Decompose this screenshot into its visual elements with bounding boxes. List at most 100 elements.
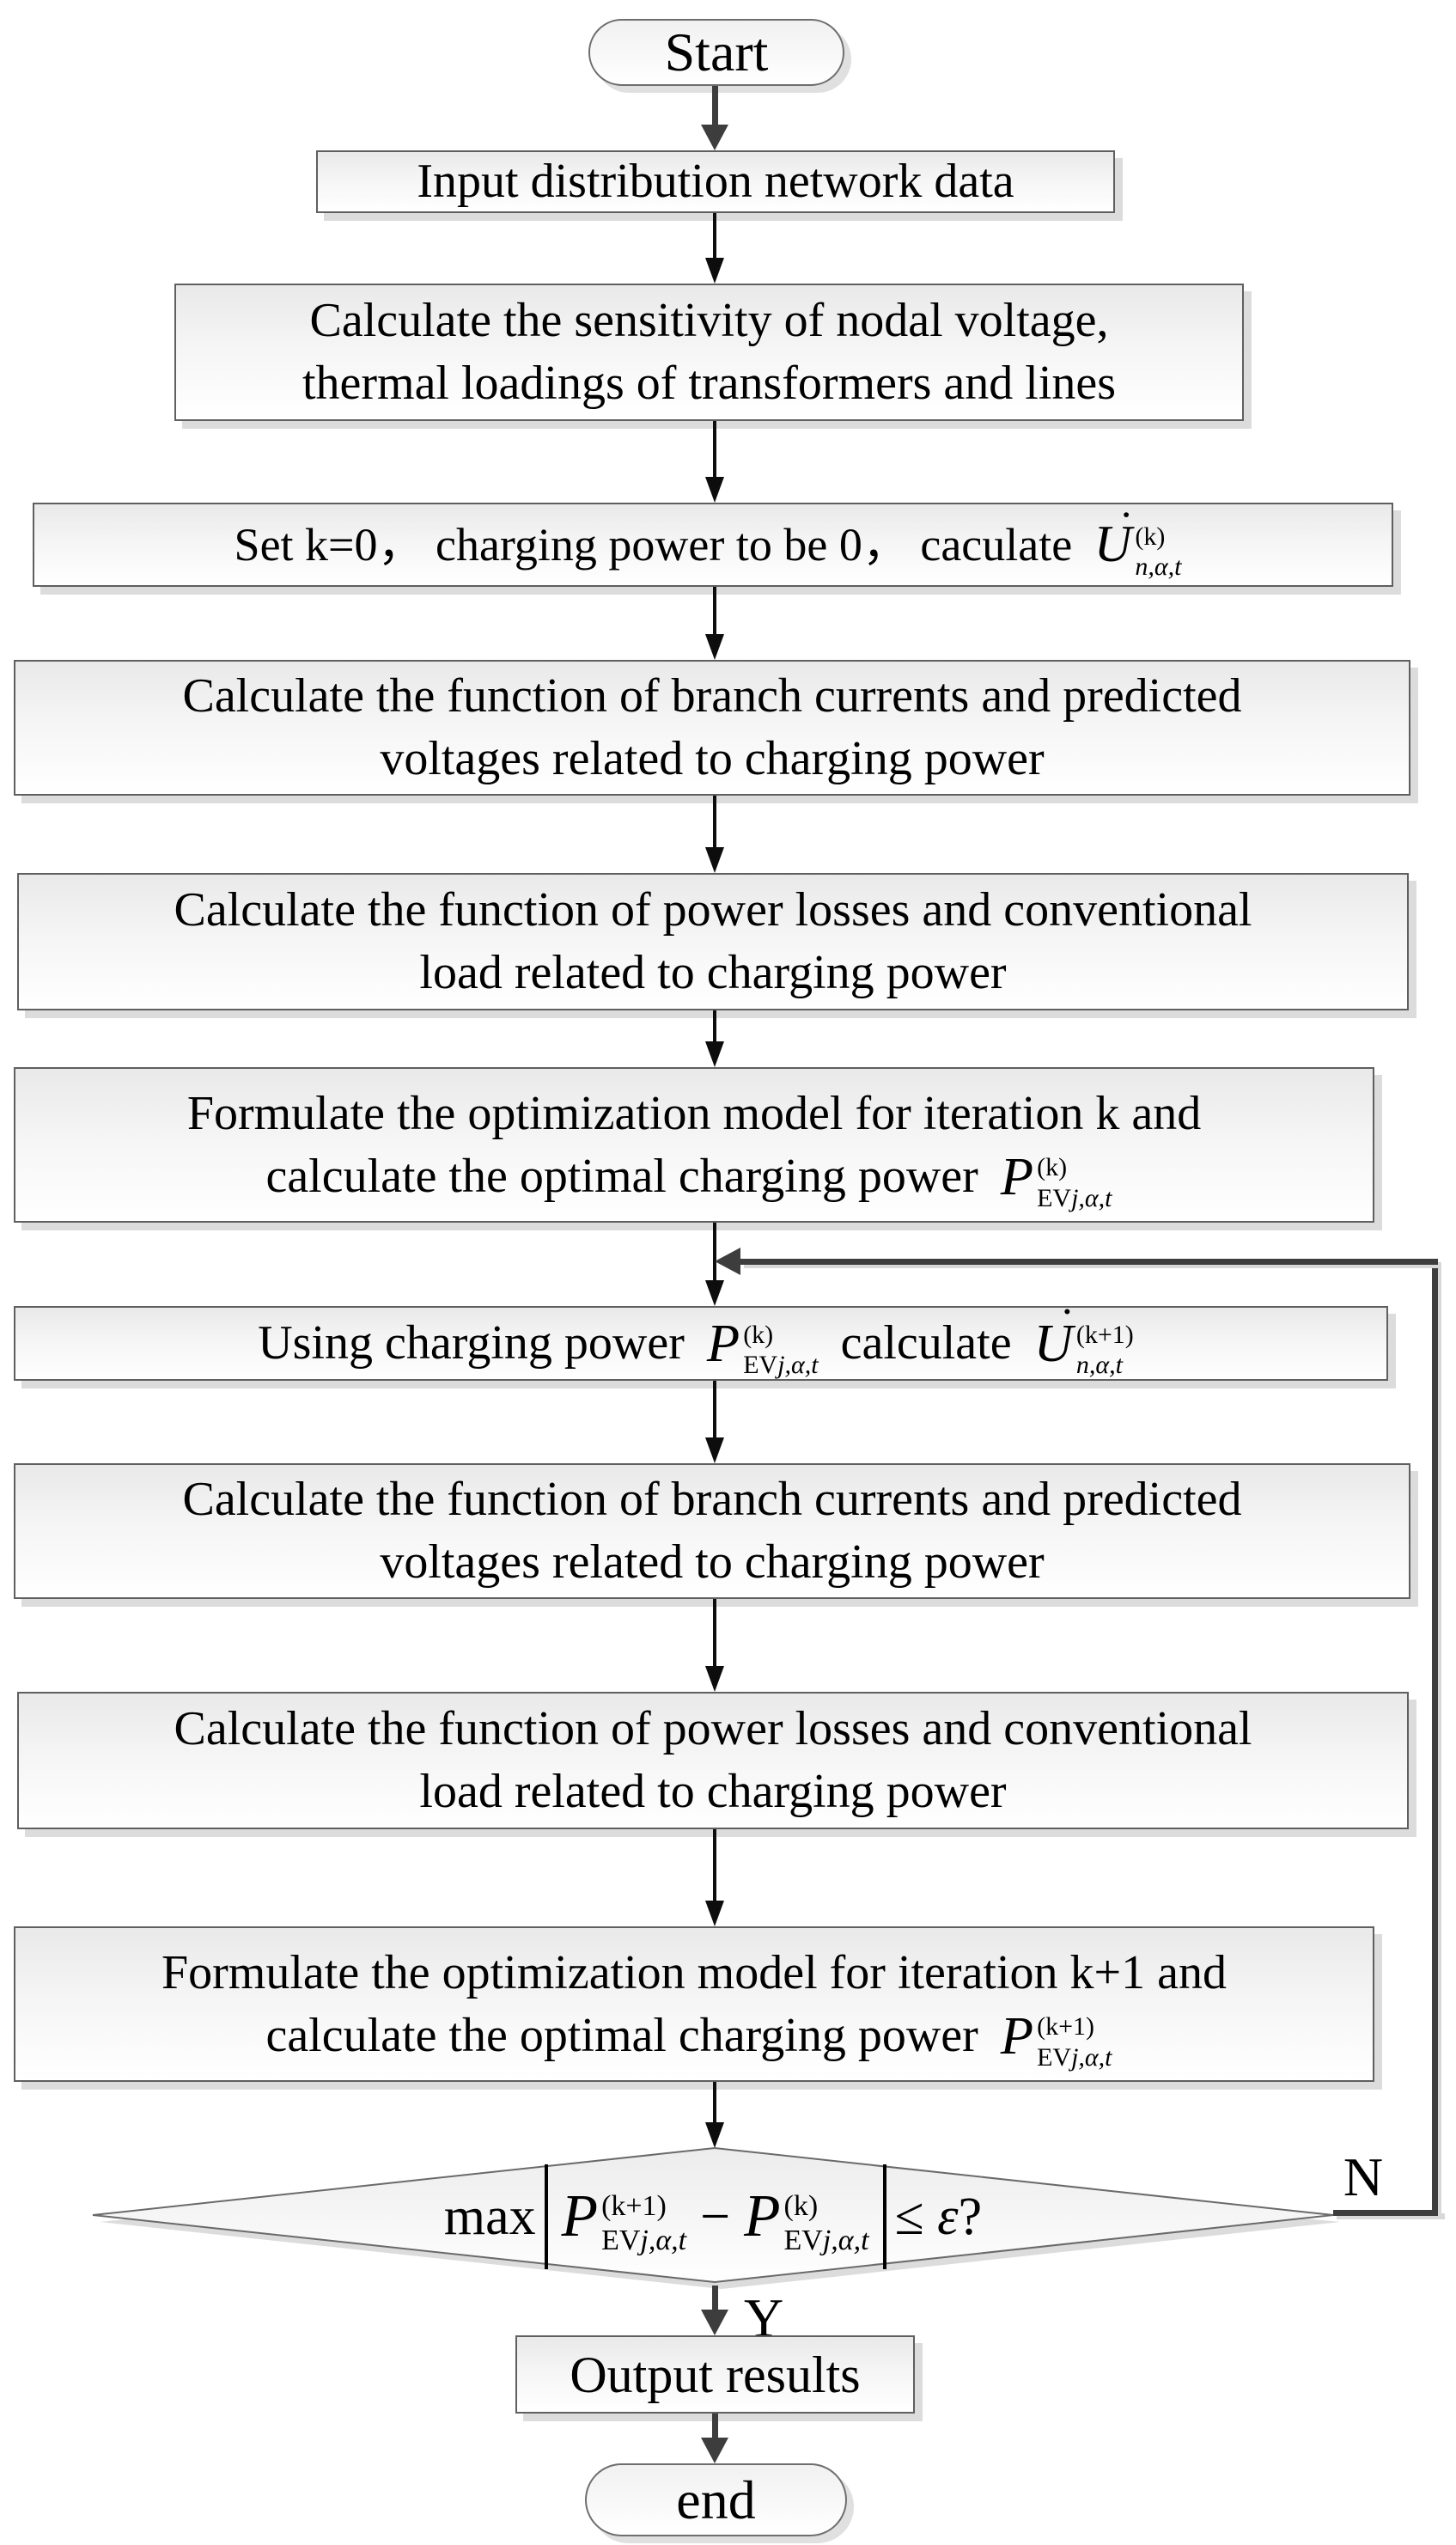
process-text-line1: Calculate the function of branch current… [182, 1473, 1242, 1527]
decision-diamond-shape [92, 2146, 1340, 2289]
process-text-line1: Formulate the optimization model for ite… [186, 1086, 1202, 1140]
process-text-line2: voltages related to charging power [380, 1535, 1045, 1589]
formula-base-p: P [706, 1313, 740, 1374]
process-text: Set k=0， charging power to be 0， caculat… [234, 518, 1084, 571]
formula-base-u: U [1033, 1313, 1073, 1374]
formula-dot: ˙ [1058, 1299, 1075, 1353]
formula-u-k1: U˙(k+1)n,α,t [1033, 1302, 1134, 1379]
formula-p-k1: P(k+1)EVj,α,t [561, 2183, 687, 2256]
arrow-branch1-to-losses1-line [713, 796, 716, 849]
arrow-using-to-branch2-head [705, 1437, 724, 1463]
formula-sub-italic: j,α,t [822, 2225, 869, 2256]
formula-sup: (k+1) [1075, 1320, 1134, 1349]
process-set-k0: Set k=0， charging power to be 0， caculat… [33, 503, 1393, 587]
formula-sup: (k) [743, 1320, 774, 1349]
process-text-line2: calculate the optimal charging power [265, 1149, 990, 1203]
process-text: Output results [570, 2346, 861, 2403]
formula-sub-italic: j,α,t [640, 2225, 687, 2256]
terminal-end-label: end [676, 2469, 756, 2530]
terminal-start: Start [588, 19, 844, 86]
decision-max: max [443, 2187, 536, 2246]
process-input-network-data: Input distribution network data [316, 150, 1115, 213]
terminal-start-label: Start [664, 21, 769, 83]
feedback-line-bottom [1333, 2210, 1441, 2216]
process-text: Input distribution network data [417, 155, 1014, 209]
arrow-formulatek1-to-decision-head [705, 2122, 724, 2148]
feedback-arrow-head [715, 1248, 740, 1275]
process-text-line1: Calculate the function of power losses a… [174, 883, 1252, 937]
label-no: N [1343, 2146, 1384, 2207]
arrow-decision-to-output-line [712, 2286, 718, 2311]
formula-p-k: P(k)EVj,α,t [1000, 1145, 1112, 1211]
formula-base-p: P [561, 2183, 599, 2250]
process-text-line2: voltages related to charging power [380, 732, 1045, 785]
arrow-start-to-input-line [712, 86, 718, 127]
decision-question: ? [958, 2187, 983, 2246]
arrow-branch2-to-losses2-head [705, 1666, 724, 1692]
arrow-losses2-to-formulatek1-line [713, 1829, 716, 1902]
terminal-end: end [585, 2463, 847, 2536]
arrow-start-to-input-head [701, 125, 728, 150]
formula-sub-italic: j,α,t [777, 1351, 819, 1380]
arrow-losses1-to-formulatek-head [705, 1041, 724, 1067]
formula-sup: (k+1) [601, 2190, 667, 2223]
process-text-line1: Calculate the sensitivity of nodal volta… [309, 294, 1109, 348]
decision-minus: − [700, 2187, 731, 2246]
formula-base-p: P [1000, 2005, 1034, 2066]
process-calc-branch-currents-2: Calculate the function of branch current… [14, 1463, 1410, 1599]
arrow-output-to-end-head [701, 2438, 728, 2463]
formula-base-u: U [1094, 515, 1132, 573]
arrow-input-to-sensitivity-head [705, 258, 724, 284]
process-text-line1: Formulate the optimization model for ite… [161, 1945, 1227, 1999]
process-calc-power-losses-2: Calculate the function of power losses a… [17, 1692, 1409, 1829]
arrow-branch1-to-losses1-head [705, 847, 724, 873]
process-output-results: Output results [515, 2335, 915, 2414]
feedback-line-right [1432, 1259, 1438, 2216]
process-text-line1: Calculate the function of branch current… [182, 669, 1242, 723]
formula-sub-roman: EV [1037, 2042, 1072, 2072]
formula-p-k: P(k)EVj,α,t [744, 2183, 869, 2256]
process-calc-sensitivity: Calculate the sensitivity of nodal volta… [174, 284, 1244, 421]
arrow-formulatek1-to-decision-line [713, 2082, 716, 2124]
formula-sup: (k+1) [1037, 2012, 1094, 2041]
process-text-line2: load related to charging power [419, 946, 1007, 999]
process-calc-power-losses-1: Calculate the function of power losses a… [17, 873, 1409, 1010]
abs-bar-right [882, 2164, 886, 2269]
process-formulate-model-k1: Formulate the optimization model for ite… [14, 1926, 1374, 2082]
process-text-line2: thermal loadings of transformers and lin… [302, 357, 1117, 410]
formula-sub-italic: j,α,t [1071, 1183, 1112, 1212]
formula-base-p: P [1000, 1145, 1034, 1206]
formula-sub-roman: EV [743, 1351, 778, 1380]
arrow-sensitivity-to-setk0-head [705, 477, 724, 503]
formula-sub-italic: j,α,t [1071, 2042, 1112, 2072]
arrow-decision-to-output-head [701, 2310, 728, 2335]
formula-sub: n,α,t [1075, 1351, 1123, 1380]
feedback-line-top [740, 1259, 1438, 1265]
decision-epsilon: ε [937, 2187, 959, 2246]
arrow-setk0-to-branch1-head [705, 634, 724, 660]
arrow-output-to-end-line [712, 2414, 718, 2439]
formula-sub-roman: EV [783, 2225, 823, 2256]
formula-p-k1: P(k+1)EVj,α,t [1000, 2005, 1112, 2071]
process-using-charging-power: Using charging power P(k)EVj,α,t calcula… [14, 1302, 1388, 1381]
arrow-using-to-branch2-line [713, 1381, 716, 1439]
arrow-branch2-to-losses2-line [713, 1599, 716, 1668]
process-formulate-model-k: Formulate the optimization model for ite… [14, 1067, 1374, 1223]
formula-sub: n,α,t [1135, 552, 1182, 581]
formula-u-k: U˙(k)n,α,t [1094, 504, 1182, 580]
arrow-sensitivity-to-setk0-line [713, 421, 716, 479]
decision-leq: ≤ [894, 2187, 938, 2246]
process-text-line2: calculate the optimal charging power [265, 2008, 990, 2062]
abs-bar-left [544, 2164, 548, 2269]
arrow-losses1-to-formulatek-line [713, 1010, 716, 1043]
arrow-formulatek-to-using-head [705, 1280, 724, 1306]
process-text-line1: Calculate the function of power losses a… [174, 1702, 1252, 1756]
formula-base-p: P [744, 2183, 781, 2250]
formula-dot: ˙ [1118, 501, 1135, 554]
arrow-setk0-to-branch1-line [713, 587, 716, 636]
process-text-line2: load related to charging power [419, 1765, 1007, 1818]
formula-sup: (k) [783, 2190, 819, 2223]
process-text: Using charging power [258, 1316, 697, 1370]
